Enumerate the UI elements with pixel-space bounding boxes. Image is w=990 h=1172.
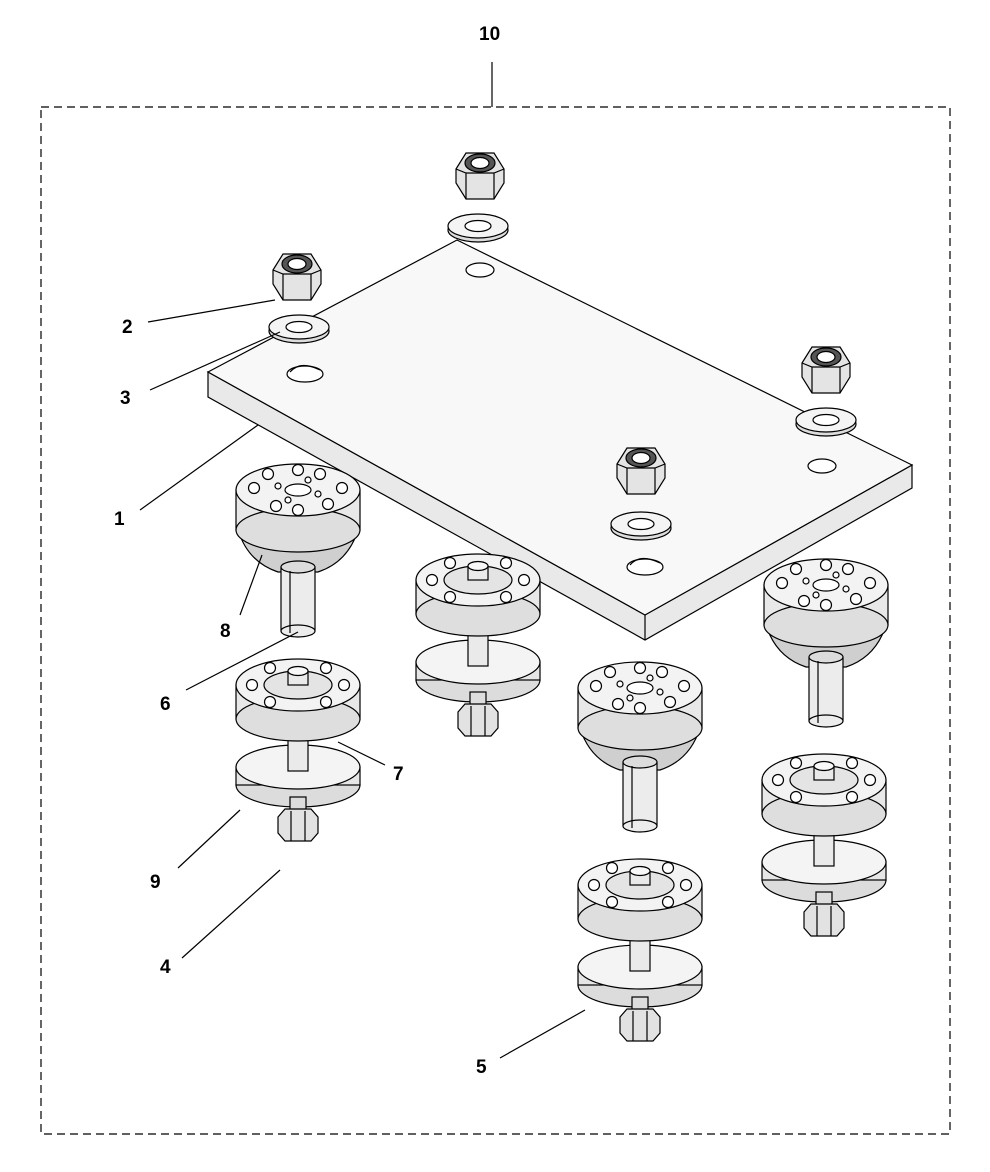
callout-8: 8 <box>220 621 231 642</box>
callout-2: 2 <box>122 317 133 338</box>
leader-line <box>147 299 276 323</box>
damper-lower <box>415 553 541 737</box>
washer <box>268 314 330 344</box>
spacer-sleeve <box>808 650 844 728</box>
lock-nut <box>616 447 666 495</box>
callout-7: 7 <box>393 764 404 785</box>
washer <box>447 213 509 243</box>
lock-nut <box>272 253 322 301</box>
callout-4: 4 <box>160 957 171 978</box>
leader-line <box>181 869 281 959</box>
leader-line <box>185 631 299 691</box>
damper-lower <box>577 858 703 1042</box>
leader-line <box>139 424 259 511</box>
damper-upper <box>235 463 361 573</box>
damper-lower <box>235 658 361 842</box>
lock-nut <box>801 346 851 394</box>
callout-5: 5 <box>476 1057 487 1078</box>
spacer-sleeve <box>280 560 316 638</box>
leader-line <box>149 331 281 391</box>
callout-6: 6 <box>160 694 171 715</box>
base-plate <box>206 239 914 641</box>
assembly-boundary <box>40 106 951 1135</box>
callout-9: 9 <box>150 872 161 893</box>
assembly-label: 10 <box>479 24 500 45</box>
callout-3: 3 <box>120 388 131 409</box>
leader-line <box>337 741 386 766</box>
washer <box>610 511 672 541</box>
leader-line <box>177 809 241 869</box>
callout-1: 1 <box>114 509 125 530</box>
damper-lower <box>761 753 887 937</box>
damper-upper <box>577 661 703 771</box>
washer <box>795 407 857 437</box>
leader-line <box>499 1009 586 1059</box>
spacer-sleeve <box>622 755 658 833</box>
leader-line <box>239 554 263 616</box>
lock-nut <box>455 152 505 200</box>
